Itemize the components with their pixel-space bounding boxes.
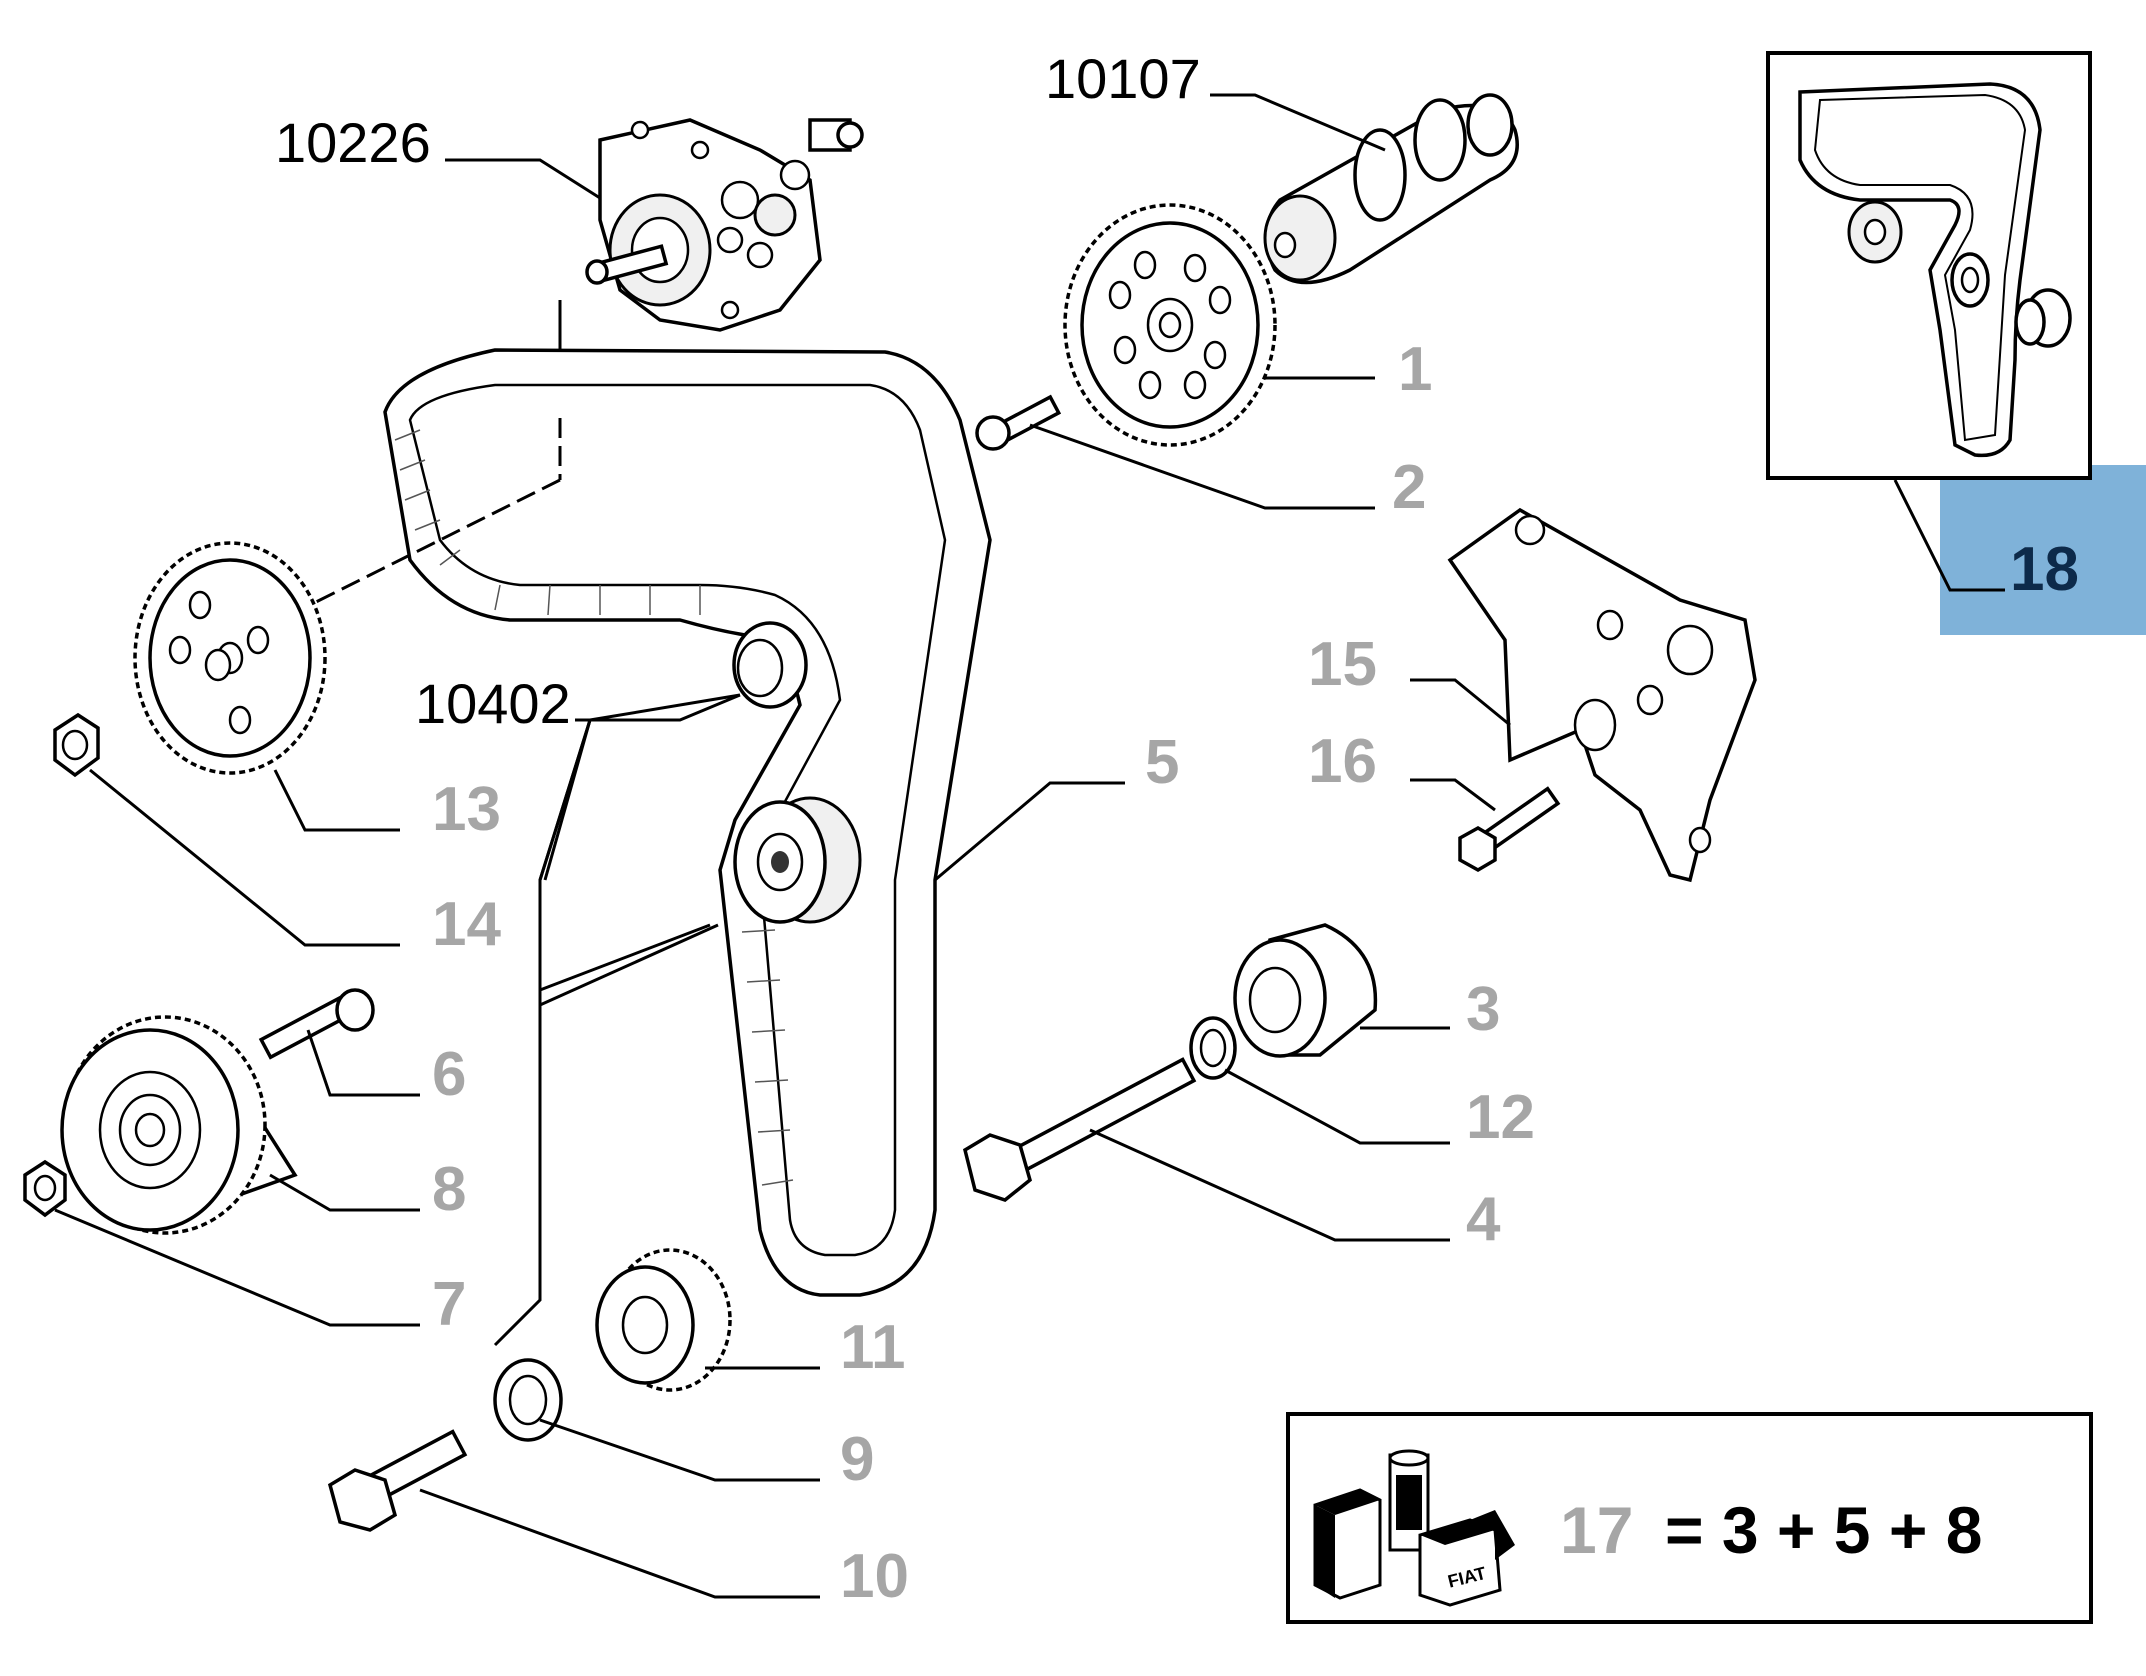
washer-12[interactable]: [1189, 1016, 1237, 1080]
camshaft-10107[interactable]: [1263, 93, 1519, 285]
bolt-10[interactable]: [327, 1429, 468, 1532]
inset-belt-kit-drawing[interactable]: [1766, 51, 2092, 480]
injection-pump-10226[interactable]: [585, 118, 864, 332]
idler-pulley-10402[interactable]: [732, 621, 808, 709]
callout-16[interactable]: 16: [1308, 727, 1377, 796]
highlight-box-18[interactable]: [1940, 465, 2146, 635]
callout-18[interactable]: 18: [2010, 535, 2079, 604]
camshaft-gear-1[interactable]: [1063, 203, 1277, 447]
bolt-4[interactable]: [962, 1057, 1197, 1202]
callout-3[interactable]: 3: [1466, 975, 1500, 1044]
bolt-6[interactable]: [258, 988, 375, 1060]
callout-4[interactable]: 4: [1466, 1185, 1501, 1254]
callout-11[interactable]: 11: [840, 1313, 906, 1382]
idler-roller-3[interactable]: [1233, 923, 1378, 1058]
tensioner-pulley-in-belt[interactable]: [733, 796, 862, 924]
callout-2[interactable]: 2: [1392, 453, 1426, 522]
callout-13[interactable]: 13: [432, 775, 501, 844]
kit-formula-box: FIAT 17 = 3 + 5 + 8: [1286, 1412, 2093, 1624]
crankshaft-gear-13[interactable]: [133, 541, 327, 775]
callout-9[interactable]: 9: [840, 1425, 874, 1494]
callout-1[interactable]: 1: [1398, 335, 1432, 404]
callout-10107[interactable]: 10107: [1045, 47, 1201, 110]
callout-14[interactable]: 14: [432, 890, 501, 959]
tensioner-8[interactable]: [60, 1015, 298, 1235]
bracket-15[interactable]: [1447, 507, 1757, 883]
callout-8[interactable]: 8: [432, 1155, 466, 1224]
kit-box-icon: FIAT: [1313, 1449, 1515, 1607]
nut-14[interactable]: [53, 712, 100, 778]
callout-10402[interactable]: 10402: [415, 672, 571, 735]
nut-7[interactable]: [23, 1159, 67, 1218]
timing-belt-5[interactable]: [383, 348, 992, 1297]
callout-6[interactable]: 6: [432, 1040, 466, 1109]
callout-15[interactable]: 15: [1308, 630, 1377, 699]
bolt-16[interactable]: [1458, 786, 1561, 873]
idler-pulley-11[interactable]: [595, 1248, 732, 1392]
callout-10[interactable]: 10: [840, 1542, 909, 1611]
kit-formula: = 3 + 5 + 8: [1665, 1493, 1982, 1567]
callout-10226[interactable]: 10226: [275, 111, 431, 174]
bolt-2[interactable]: [975, 394, 1062, 451]
callout-7[interactable]: 7: [432, 1270, 466, 1339]
kit-number-17[interactable]: 17: [1560, 1493, 1633, 1567]
callout-12[interactable]: 12: [1466, 1083, 1535, 1152]
spacer-9[interactable]: [493, 1358, 563, 1442]
callout-5[interactable]: 5: [1145, 728, 1179, 797]
